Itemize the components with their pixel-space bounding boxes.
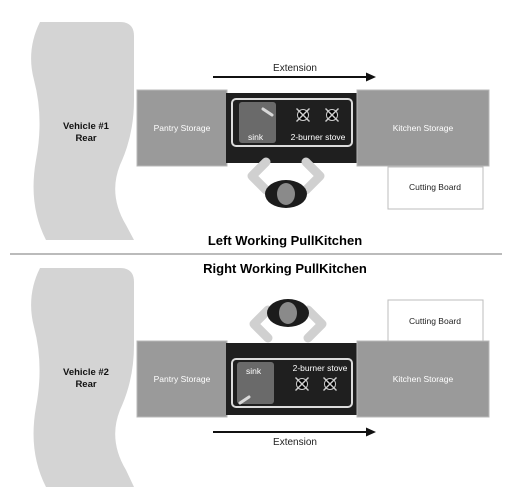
sink-bottom xyxy=(237,362,274,404)
vehicle-1-label-line2: Rear xyxy=(75,133,96,144)
extension-arrow-top xyxy=(213,72,376,82)
pantry-storage-top xyxy=(136,89,228,167)
extension-arrow-bottom xyxy=(213,427,376,437)
vehicle-1-rear xyxy=(31,22,134,240)
vehicle-2-label-line2: Rear xyxy=(75,379,96,390)
person-icon xyxy=(249,299,327,343)
sink-faucet-bottom xyxy=(238,395,251,405)
extension-label-bottom: Extension xyxy=(273,437,317,448)
extension-label-top: Extension xyxy=(273,63,317,74)
pantry-storage-bottom xyxy=(136,340,228,418)
burner-icon xyxy=(323,377,337,391)
right-working-section: Vehicle #2 Rear Cutting Board Pantry Sto… xyxy=(31,268,490,487)
stove-label-bottom: 2-burner stove xyxy=(293,363,348,373)
left-working-section: Vehicle #1 Rear Extension Pantry Storage… xyxy=(31,22,490,240)
sink-label-top: sink xyxy=(248,132,264,142)
pantry-storage-label-top: Pantry Storage xyxy=(154,123,211,133)
burner-icon xyxy=(325,108,339,122)
kitchen-storage-top xyxy=(356,89,490,167)
countertop-top xyxy=(231,98,353,147)
countertop-bottom xyxy=(231,358,353,408)
cutting-board-label-bottom: Cutting Board xyxy=(409,316,461,326)
burner-icon xyxy=(295,377,309,391)
vehicle-2-label-line1: Vehicle #2 xyxy=(63,367,109,378)
burner-icon xyxy=(296,108,310,122)
kitchen-storage-label-bottom: Kitchen Storage xyxy=(393,374,454,384)
cutting-board-top xyxy=(387,166,484,210)
sink-faucet-top xyxy=(261,107,274,117)
sink-label-bottom: sink xyxy=(246,366,262,376)
vehicle-2-rear xyxy=(31,268,134,487)
cutting-board-label-top: Cutting Board xyxy=(409,182,461,192)
kitchen-storage-label-top: Kitchen Storage xyxy=(393,123,454,133)
title-right-working: Right Working PullKitchen xyxy=(203,261,367,276)
title-left-working: Left Working PullKitchen xyxy=(208,233,362,248)
vehicle-1-label-line1: Vehicle #1 xyxy=(63,121,110,132)
pantry-storage-label-bottom: Pantry Storage xyxy=(154,374,211,384)
person-icon xyxy=(247,157,325,208)
cutting-board-bottom xyxy=(387,299,484,343)
kitchen-storage-bottom xyxy=(356,340,490,418)
stove-label-top: 2-burner stove xyxy=(291,132,346,142)
